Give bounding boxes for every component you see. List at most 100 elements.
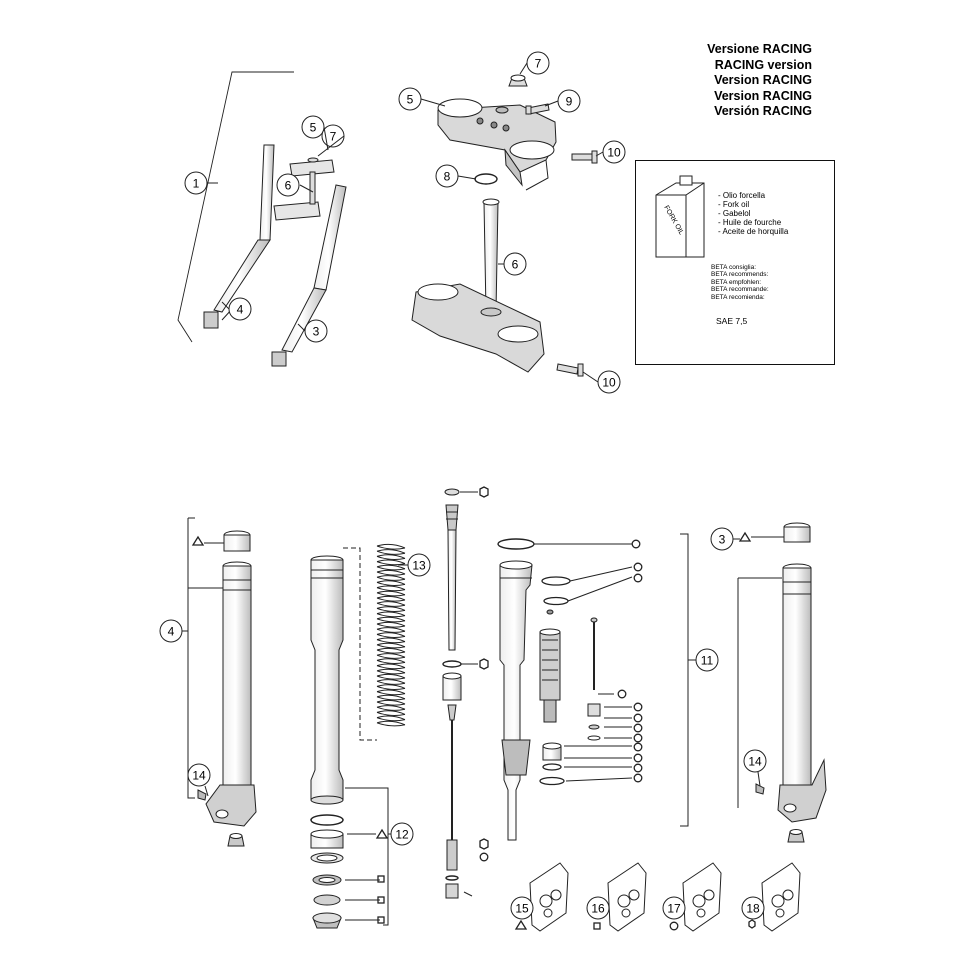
spring-coil	[376, 550, 406, 555]
leader-line	[221, 301, 230, 310]
spring-coil	[376, 701, 406, 706]
version-title-en: RACING version	[714, 57, 812, 72]
callout-circle	[743, 749, 767, 773]
callout-number: 7	[535, 56, 542, 70]
callout-number: 9	[566, 94, 573, 108]
spring-coil	[376, 597, 406, 602]
spring-coil	[376, 628, 406, 633]
callout-number: 4	[168, 624, 175, 638]
spring-coil	[376, 684, 406, 689]
seal-kits	[529, 862, 801, 932]
spring-coil	[376, 580, 406, 585]
spring-coil	[376, 585, 406, 591]
spring-coil	[376, 675, 406, 680]
spring-coil	[376, 649, 406, 654]
spring-coil	[376, 621, 406, 627]
spring-coil	[376, 559, 406, 565]
spring-coil	[376, 680, 406, 685]
fork-oil-box: FORK OIL - Olio forcella - Fork oil - Ga…	[635, 160, 835, 365]
spring-coil	[376, 613, 406, 618]
spring-coil	[376, 627, 406, 632]
fork-spring	[376, 543, 406, 727]
spring-coil	[376, 658, 406, 663]
callout-number: 5	[310, 120, 317, 134]
callout-circle	[184, 171, 208, 195]
seal-kit-bag	[761, 862, 801, 932]
oil-can-icon: FORK OIL	[655, 175, 705, 258]
spring-coil	[376, 592, 406, 597]
callout-number: 18	[746, 901, 760, 915]
spring-coil	[376, 602, 406, 607]
spring-coil	[376, 689, 406, 695]
leader-line	[582, 371, 599, 383]
spring-coil	[376, 566, 406, 571]
oil-name-es: - Aceite de horquilla	[718, 227, 789, 236]
callout-number: 5	[407, 92, 414, 106]
spring-coil	[376, 601, 406, 606]
callout-circle	[510, 896, 534, 920]
callout-number: 10	[607, 145, 621, 159]
leader-line	[323, 126, 329, 151]
spring-coil	[376, 623, 406, 628]
spring-coil	[376, 673, 406, 679]
callout-number: 7	[330, 129, 337, 143]
spring-coil	[376, 699, 406, 705]
markers	[191, 486, 756, 931]
callout-circle	[187, 763, 211, 787]
spring-coil	[376, 694, 406, 700]
callout-circle	[586, 896, 610, 920]
callout-number: 6	[512, 257, 519, 271]
spring-coil	[376, 710, 406, 715]
spring-coil	[376, 663, 406, 669]
callout-number: 13	[412, 558, 426, 572]
spring-coil	[376, 549, 406, 554]
recommend-en: BETA recommends:	[711, 271, 769, 279]
seal-kit-bag	[529, 862, 569, 932]
spring-coil	[376, 611, 406, 617]
leader-line	[317, 135, 345, 157]
oil-grade: SAE 7,5	[716, 316, 748, 326]
spring-coil	[376, 715, 406, 721]
callout-number: 16	[591, 901, 605, 915]
spring-coil	[376, 679, 406, 684]
oil-name-fr: - Huile de fourche	[718, 218, 782, 227]
spring-coil	[376, 616, 406, 622]
spring-coil	[376, 633, 406, 639]
spring-coil	[376, 691, 406, 696]
spring-coil	[376, 590, 406, 596]
callout-number: 4	[237, 302, 244, 316]
seal-kit-bag	[682, 862, 722, 932]
leader-line	[457, 175, 477, 180]
inner-tube-assembly	[310, 547, 389, 929]
callout-circle	[276, 173, 300, 197]
spring-coil	[376, 705, 406, 710]
spring-coil	[376, 571, 406, 576]
spring-coil	[376, 659, 406, 665]
spring-coil	[376, 618, 406, 623]
leader-line	[297, 323, 306, 332]
spring-coil	[376, 545, 406, 550]
version-title-it: Versione RACING	[707, 42, 812, 56]
spring-coil	[376, 654, 406, 659]
oil-name-en: - Fork oil	[718, 200, 750, 209]
spring-coil	[376, 642, 406, 648]
spring-coil	[376, 639, 406, 644]
leader-line	[519, 62, 528, 75]
callout-number: 3	[719, 532, 726, 546]
spring-coil	[376, 606, 406, 611]
spring-coil	[376, 653, 406, 658]
leader-line	[420, 98, 446, 107]
callout-number: 6	[285, 178, 292, 192]
spring-coil	[376, 575, 406, 580]
callout-number: 12	[395, 827, 409, 841]
spring-coil	[376, 696, 406, 701]
spring-coil	[376, 564, 406, 570]
leader-line	[595, 151, 604, 157]
recommend-de: BETA empfohlen:	[711, 278, 762, 286]
callout-number: 8	[444, 169, 451, 183]
version-title-fr: Version RACING	[714, 88, 812, 103]
oil-name-it: - Olio forcella	[718, 191, 766, 200]
spring-coil	[376, 587, 406, 592]
